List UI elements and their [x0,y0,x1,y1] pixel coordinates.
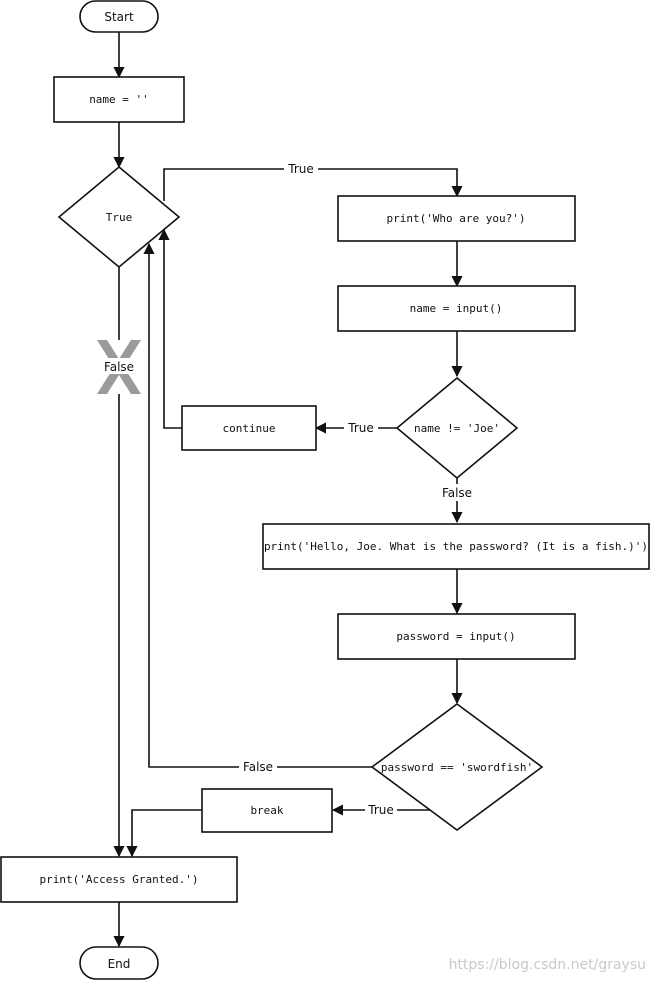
node-input-name: name = input() [337,285,576,332]
node-start: Start [79,0,159,33]
assign-name-label: name = '' [89,93,149,106]
check-name-label: name != 'Joe' [414,422,500,435]
while-true-decision [57,165,181,269]
label-loop-false: False [104,360,134,374]
label-name-false: False [442,486,472,500]
start-label: Start [104,10,134,24]
print-who-box [337,195,576,242]
edge-password-false [143,242,374,768]
node-print-who: print('Who are you?') [337,195,576,242]
check-password-decision [370,703,544,831]
input-name-box [337,285,576,332]
print-hello-box [262,523,650,570]
label-password-true: True [367,803,394,817]
node-check-name: name != 'Joe' [395,376,519,480]
input-password-label: password = input() [396,630,515,643]
continue-label: continue [223,422,276,435]
while-true-label: True [106,211,133,224]
end-terminal [79,946,159,980]
break-box [201,788,333,833]
start-terminal [79,0,159,33]
node-while-true: True [57,165,181,269]
edge-labels: True True False False True [239,160,477,818]
node-print-hello: print('Hello, Joe. What is the password?… [262,523,650,570]
continue-box [181,405,317,451]
print-who-label: print('Who are you?') [386,212,525,225]
edge-break-to-granted [126,809,202,858]
watermark-text: https://blog.csdn.net/graysu [449,957,646,973]
break-label: break [250,804,283,817]
loop-false-cross-icon: False [95,340,143,394]
node-input-password: password = input() [337,613,576,660]
input-password-box [337,613,576,660]
node-end: End [79,946,159,980]
node-break: break [201,788,333,833]
node-assign-name: name = '' [53,76,185,123]
check-name-decision [395,376,519,480]
end-label: End [108,957,131,971]
edge-continue-to-while [158,228,182,429]
label-password-false: False [243,760,273,774]
input-name-label: name = input() [410,302,503,315]
print-granted-label: print('Access Granted.') [40,873,199,886]
check-password-label: password == 'swordfish' [381,761,533,774]
print-granted-box [0,856,238,903]
label-name-true: True [347,421,374,435]
node-check-password: password == 'swordfish' [370,703,544,831]
label-loop-true: True [287,162,314,176]
node-continue: continue [181,405,317,451]
assign-name-box [53,76,185,123]
print-hello-label: print('Hello, Joe. What is the password?… [264,540,648,553]
node-print-granted: print('Access Granted.') [0,856,238,903]
